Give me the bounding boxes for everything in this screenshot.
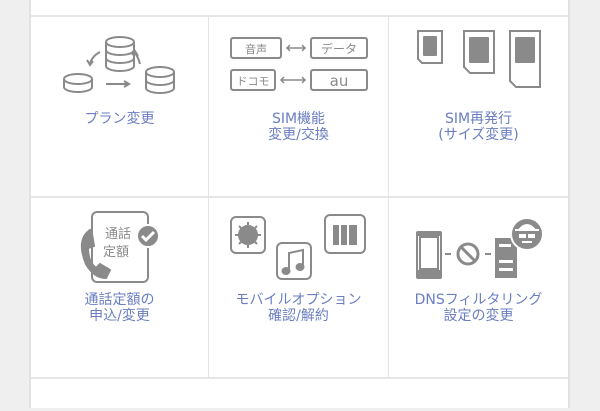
- menu-label: SIM再発行 (サイズ変更): [438, 111, 519, 143]
- menu-item-dns-filter[interactable]: DNSフィルタリング 設定の変更: [389, 198, 568, 379]
- data-text: データ: [320, 41, 356, 56]
- bottom-section: [31, 381, 568, 411]
- menu-item-plan-change[interactable]: プラン変更: [31, 17, 209, 198]
- mobile-options-icon: [209, 210, 388, 286]
- menu-panel: プラン変更 音声 データ ドコモ au SIM機能 変更/交換: [29, 0, 570, 408]
- voice-text: 音声: [245, 42, 267, 56]
- sim-cards-icon: [389, 29, 568, 105]
- menu-label: 通話定額の 申込/変更: [84, 292, 155, 324]
- top-section: [31, 0, 568, 17]
- menu-item-mobile-option[interactable]: モバイルオプション 確認/解約: [209, 198, 389, 379]
- coins-cycle-icon: [31, 29, 208, 105]
- menu-label: プラン変更: [84, 111, 155, 127]
- flat-text-1: 通話: [104, 226, 130, 242]
- dns-filter-icon: [389, 210, 568, 286]
- menu-item-sim-reissue[interactable]: SIM再発行 (サイズ変更): [389, 17, 568, 198]
- menu-item-sim-function[interactable]: 音声 データ ドコモ au SIM機能 変更/交換: [209, 17, 389, 198]
- menu-item-call-flat[interactable]: 通話 定額 通話定額の 申込/変更: [31, 198, 209, 379]
- au-text: au: [329, 72, 348, 90]
- menu-label: モバイルオプション 確認/解約: [235, 292, 362, 324]
- sim-function-swap-icon: 音声 データ ドコモ au: [209, 29, 388, 105]
- menu-label: DNSフィルタリング 設定の変更: [414, 292, 543, 324]
- menu-label: SIM機能 変更/交換: [268, 111, 329, 143]
- menu-grid: プラン変更 音声 データ ドコモ au SIM機能 変更/交換: [31, 17, 568, 379]
- flat-text-2: 定額: [102, 245, 128, 260]
- docomo-text: ドコモ: [236, 75, 269, 88]
- phone-flat-rate-icon: 通話 定額: [31, 210, 208, 286]
